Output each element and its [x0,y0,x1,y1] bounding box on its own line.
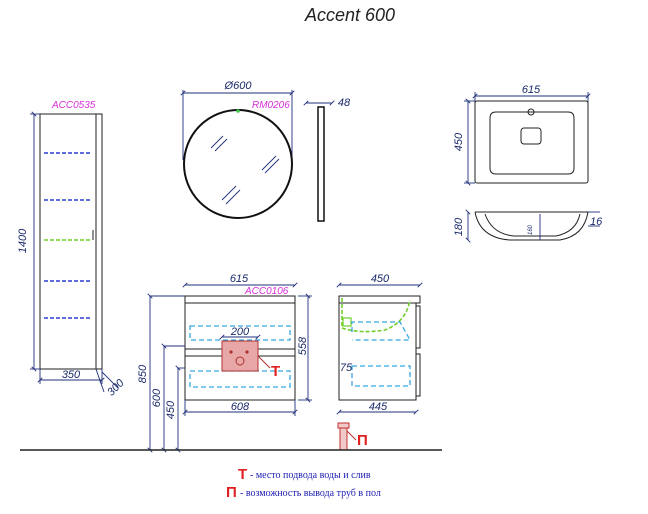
tall-cabinet: ACC0535 1400 350 300 [17,100,127,399]
side-drawer-lower [351,365,411,387]
side-basin-profile [341,298,411,333]
basin-rim-label: 16 [590,216,603,228]
vanity-height-label: 558 [297,336,309,355]
cabinet-height-label: 1400 [17,228,29,253]
side-body-depth-label: 445 [369,401,388,413]
basin-height-label: 180 [453,217,465,236]
basin-inner-label: 160 [528,224,534,235]
mirror-side [317,106,325,222]
vanity-side-view: 450 75 445 [336,273,423,415]
side-body [338,302,417,401]
cabinet-depth-label: 300 [105,377,127,399]
height-600-label: 600 [151,388,163,407]
drawing-title: Accent 600 [304,5,395,25]
mirror-circle [183,109,293,219]
vanity-body-width-label: 608 [231,401,250,413]
basin-depth-label: 450 [453,132,465,151]
tap-hole [527,108,535,116]
height-450-label: 450 [165,400,177,419]
side-drawer-upper [351,321,412,341]
height-850-label: 850 [137,364,149,383]
side-countertop [338,295,421,304]
vanity-body [184,302,296,401]
legend-p-mark: П [226,484,237,501]
basin-bowl [489,111,575,175]
opening-label: 200 [230,326,250,338]
drawer-upper [189,325,291,341]
basin-side-view: 160 180 16 [453,209,603,243]
side-depth-label: 450 [371,273,390,285]
mirror-code: RM0206 [252,100,290,111]
legend: Т - место подвода воды и слив П - возмож… [226,466,381,501]
legend-p-text: - возможность вывода труб в пол [240,488,381,499]
basin-outline [474,100,589,184]
legend-t-mark: Т [238,466,247,483]
basin-top-view: 615 450 [453,84,591,186]
mirror-diameter-label: Ø600 [224,80,253,92]
vanity-code: ACC0106 [244,286,289,297]
cabinet-code: ACC0535 [51,100,96,111]
plumbing-zone [221,340,259,372]
basin-width-label: 615 [522,84,541,96]
vanity-front-view: 615 ACC0106 200 Т 558 608 850 600 [137,273,312,453]
overflow [520,127,542,145]
round-mirror: Ø600 RM0206 48 [180,80,351,222]
floor-pipe: П [337,422,368,451]
mirror-thickness-label: 48 [338,97,351,109]
marker-p: П [357,432,368,449]
cabinet-width-label: 350 [62,369,81,381]
vanity-top-width-label: 615 [230,273,249,285]
marker-t: Т [271,363,280,380]
basin-profile [474,211,589,241]
legend-t-text: - место подвода воды и слив [250,470,371,481]
side-75-label: 75 [340,362,353,374]
vanity-countertop [184,295,296,304]
